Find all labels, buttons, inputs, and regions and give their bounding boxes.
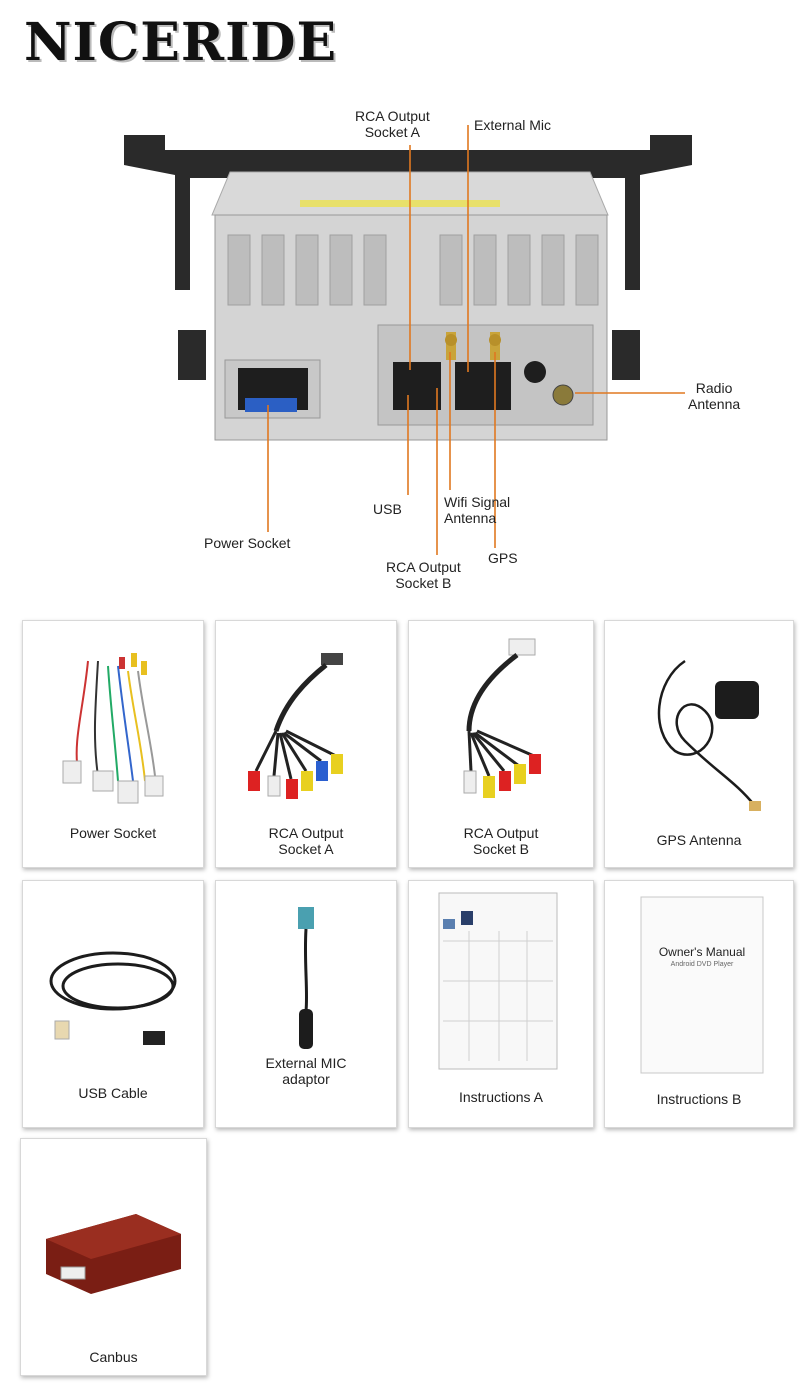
callout-power-socket: Power Socket [204,535,291,551]
mic-adaptor-image [298,907,314,1049]
callout-gps: GPS [488,550,518,566]
instructions-b-image [640,896,764,1074]
power-harness-image [62,653,164,804]
card-caption: Power Socket [69,825,157,841]
rca-cable-a-image [248,653,343,799]
accessory-card-gps-antenna: GPS Antenna [604,620,794,868]
accessory-card-instructions-b: Owner's Manual Android DVD Player Instru… [604,880,794,1128]
card-caption: Canbus [89,1349,138,1365]
card-caption: Instructions B [656,1091,742,1107]
card-caption: USB Cable [78,1085,148,1101]
brand-logo: NICERIDE [24,12,338,73]
rca-cable-b-image [463,638,541,798]
head-unit-rear-image [124,125,692,555]
instructions-a-image [438,892,558,1070]
manual-subtitle: Android DVD Player [670,961,734,968]
canbus-box-image [46,1214,181,1294]
accessory-card-usb-cable: USB Cable [22,880,204,1128]
card-caption: Instructions A [458,1089,544,1105]
accessory-card-instructions-a: Instructions A [408,880,594,1128]
callout-usb: USB [373,501,402,517]
manual-title: Owner's Manual [658,945,746,959]
accessory-card-power-socket: Power Socket [22,620,204,868]
accessory-card-canbus: Canbus [20,1138,207,1376]
gps-antenna-image [657,659,761,811]
usb-cable-image [49,951,177,1045]
card-caption: GPS Antenna [656,832,742,848]
callout-external-mic: External Mic [474,117,552,133]
